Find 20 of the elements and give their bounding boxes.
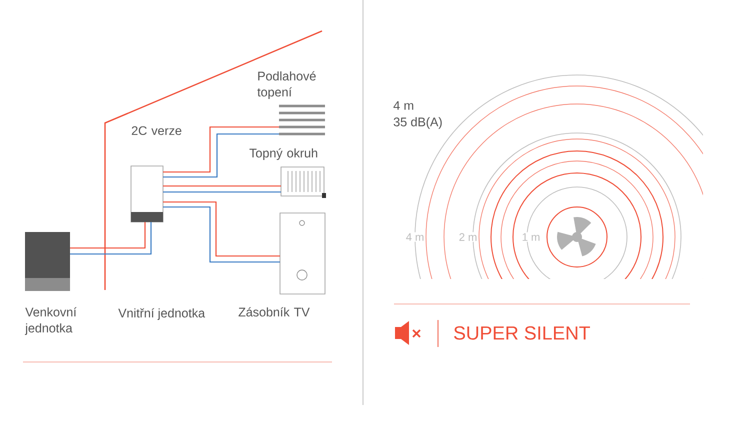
pipe <box>163 206 280 263</box>
pipe <box>70 222 146 249</box>
distance-label: 4 m <box>404 232 426 242</box>
unit-label: Venkovní jednotka <box>24 307 77 335</box>
unit-label: 2C verze <box>132 126 182 136</box>
unit-label: Zásobník TV <box>238 307 310 317</box>
pipe <box>70 222 152 255</box>
unit-label: Podlahové topení <box>257 71 316 99</box>
pipe <box>163 126 279 173</box>
unit-label: Vnitřní jednotka <box>117 307 206 321</box>
pipe <box>163 133 279 178</box>
feature-title: SUPER SILENT <box>452 325 592 341</box>
pipe <box>163 201 280 257</box>
distance-label: 4 m <box>392 100 416 111</box>
unit-label: Topný okruh <box>250 148 318 160</box>
pipe <box>163 191 281 193</box>
noise-level-label: 35 dB(A) <box>392 116 444 130</box>
distance-label: 2 m <box>458 232 478 242</box>
pipe <box>163 185 281 187</box>
distance-label: 1 m <box>520 232 542 242</box>
